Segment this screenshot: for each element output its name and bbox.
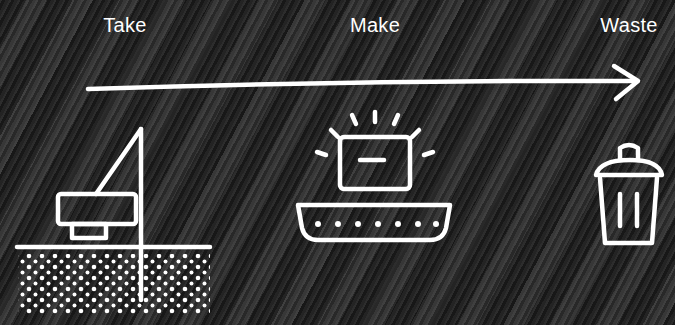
- stage-label: Take: [103, 14, 146, 37]
- trash-body: [600, 178, 657, 243]
- factory-icon: [298, 112, 450, 240]
- ground-line: [17, 245, 210, 250]
- flow-arrow: [88, 81, 636, 89]
- arrow-head: [614, 66, 638, 99]
- belt-rollers: [315, 221, 439, 227]
- trash-lid: [596, 160, 662, 175]
- trash-icon: [596, 145, 662, 243]
- conveyor-belt: [298, 205, 450, 240]
- ground-dots: [18, 254, 210, 314]
- crane-base: [72, 224, 106, 238]
- machine-box: [340, 137, 410, 189]
- stage-label: Make: [350, 14, 400, 37]
- lid-handle: [620, 145, 638, 160]
- crane-body: [58, 194, 136, 224]
- machine-rays: [317, 112, 433, 155]
- crane-mast: [96, 129, 141, 194]
- stage-label: Waste: [600, 14, 657, 37]
- trash-stripes: [620, 194, 637, 226]
- machine-slot: [360, 158, 384, 163]
